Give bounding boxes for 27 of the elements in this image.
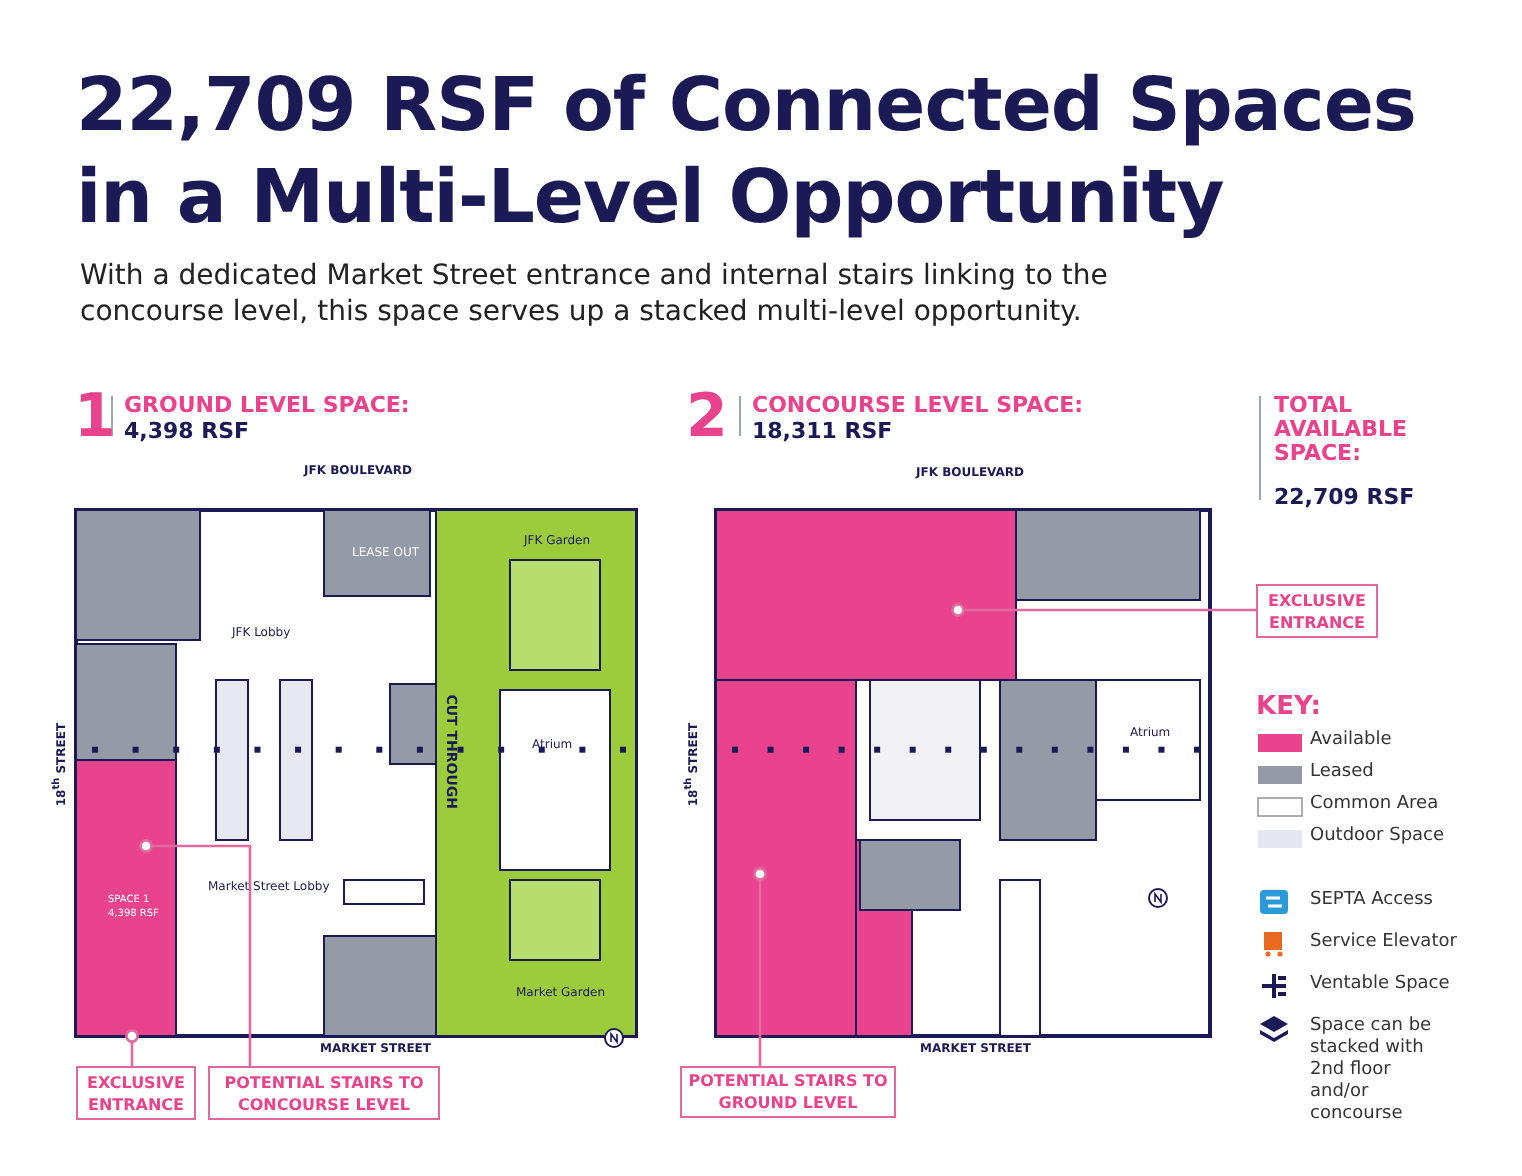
- section-heading: TOTAL AVAILABLE SPACE:: [1274, 394, 1410, 467]
- subtitle: With a dedicated Market Street entrance and internal stairs linking to the concourse level, this space serves up a stacked multi-level opportunity.: [80, 258, 1110, 330]
- key-heading: KEY:: [1256, 694, 1321, 723]
- legend-label: SEPTA Access: [1310, 890, 1433, 912]
- section-heading: GROUND LEVEL SPACE:: [124, 394, 410, 419]
- area-figure: 22,709 RSF: [1274, 486, 1415, 511]
- callout-box: POTENTIAL STAIRS TO GROUND LEVEL: [680, 1066, 896, 1118]
- leader-line: [951, 603, 1256, 617]
- legend-label: Space can be stacked with 2nd floor and/or concourse: [1310, 1016, 1434, 1126]
- callout-box: EXCLUSIVE ENTRANCE: [1256, 584, 1378, 638]
- section-number: 1: [74, 384, 116, 450]
- leader-line: [753, 867, 767, 1066]
- leader-line: [125, 1029, 139, 1066]
- legend-label: Leased: [1310, 762, 1374, 784]
- section-heading: CONCOURSE LEVEL SPACE:: [752, 394, 1084, 419]
- legend-label: Available: [1310, 730, 1392, 752]
- section-number: 2: [686, 384, 728, 450]
- legend-label: Service Elevator: [1310, 932, 1457, 954]
- legend-label: Outdoor Space: [1310, 826, 1445, 848]
- callout-box: EXCLUSIVE ENTRANCE: [76, 1066, 196, 1120]
- leader-line: [139, 839, 252, 1066]
- legend-label: Common Area: [1310, 794, 1439, 816]
- area-figure: 4,398 RSF: [124, 420, 250, 445]
- title: 22,709 RSF of Connected Spaces in a Multi-Level Opportunity: [76, 60, 1418, 244]
- area-figure: 18,311 RSF: [752, 420, 893, 445]
- legend-label: Ventable Space: [1310, 974, 1450, 996]
- callout-box: POTENTIAL STAIRS TO CONCOURSE LEVEL: [208, 1066, 440, 1120]
